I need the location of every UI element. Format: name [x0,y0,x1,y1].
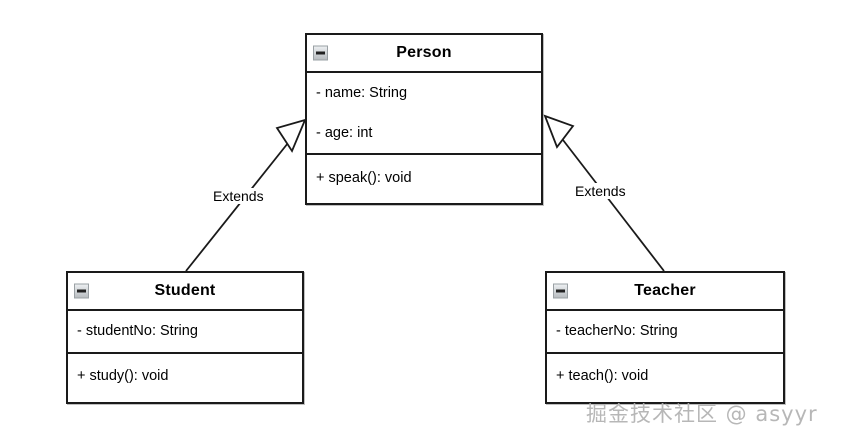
minus-glyph [556,289,565,293]
method-label: + teach(): void [556,368,649,385]
attribute-row: - teacherNo: String [547,311,783,354]
method-label: + speak(): void [316,169,412,186]
class-header-person: Person [307,35,541,73]
uml-class-student[interactable]: Student - studentNo: String + study(): v… [66,271,304,404]
generalization-student-to-person[interactable] [185,118,307,272]
attribute-row: - studentNo: String [68,311,302,354]
class-name-person: Person [396,44,452,61]
class-name-teacher: Teacher [634,282,696,299]
attribute-row: - age: int [307,114,541,155]
uml-class-person[interactable]: Person - name: String - age: int + speak… [305,33,543,205]
watermark-text: 掘金技术社区 @ asyyr [586,402,818,426]
generalization-line-student [185,142,289,272]
attribute-label: - studentNo: String [77,322,198,339]
minus-box-icon[interactable] [553,283,568,299]
relationship-label-student-extends: Extends [211,188,266,204]
relationship-label-teacher-extends: Extends [573,183,628,199]
minus-glyph [77,289,86,293]
minus-glyph [316,51,325,55]
hollow-triangle-arrowhead-teacher [543,114,575,149]
class-header-student: Student [68,273,302,311]
method-row: + study(): void [68,354,302,400]
method-label: + study(): void [77,368,169,385]
attribute-row: - name: String [307,73,541,114]
class-header-teacher: Teacher [547,273,783,311]
generalization-line-teacher [562,139,665,272]
minus-box-icon[interactable] [74,283,89,299]
hollow-triangle-arrowhead-student [275,118,307,153]
class-name-student: Student [154,282,216,299]
generalization-teacher-to-person[interactable] [543,114,665,272]
attribute-label: - age: int [316,124,373,141]
method-row: + teach(): void [547,354,783,400]
uml-class-teacher[interactable]: Teacher - teacherNo: String + teach(): v… [545,271,785,404]
minus-box-icon[interactable] [313,45,328,61]
attribute-label: - name: String [316,84,408,101]
method-row: + speak(): void [307,155,541,202]
attribute-label: - teacherNo: String [556,322,678,339]
